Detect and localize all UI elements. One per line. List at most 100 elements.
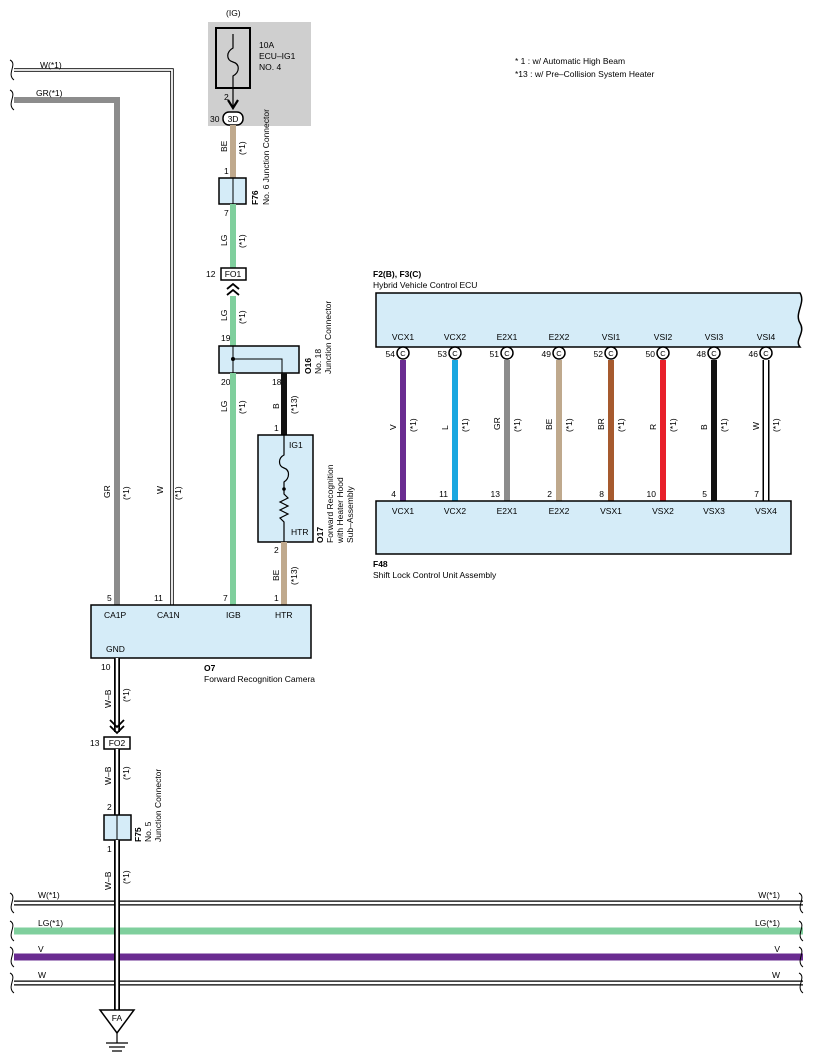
fo2-chevron-icon <box>109 719 125 735</box>
o7-code: O7 <box>204 663 216 673</box>
ecu-pin-label: VSI3 <box>705 332 724 342</box>
ecu-pin-num: 50 <box>646 349 656 359</box>
ground-path: W–B (*1) FO2 13 W–B (*1) 2 F75 No. 5 Jun… <box>90 658 163 1052</box>
w-wire-break <box>9 59 15 81</box>
o17-pin-bottom: 2 <box>274 545 279 555</box>
f75-pin-bottom: 1 <box>107 844 112 854</box>
o7-pin-num: 11 <box>154 593 163 603</box>
center-wires: BE (*1) 1 F76 No. 6 Junction Connector 7… <box>206 109 355 605</box>
fuse-number: NO. 4 <box>259 62 281 72</box>
b-label: B <box>271 403 281 409</box>
f76-pin-bottom: 7 <box>224 208 229 218</box>
o17-desc-3: Sub–Assembly <box>345 486 355 543</box>
be-label: BE <box>219 140 229 152</box>
gr-vert-label: GR <box>102 485 112 498</box>
be-note: (*1) <box>237 141 247 155</box>
bus-break-right <box>798 892 804 914</box>
hv-ecu-section: F2(B), F3(C) Hybrid Vehicle Control ECU … <box>373 269 803 580</box>
ecu-pin-label: VCX1 <box>392 332 414 342</box>
left-wires: W(*1) GR(*1) GR (*1) W (*1) <box>9 59 183 605</box>
heater-icon <box>278 435 290 542</box>
shift-lock-name: Shift Lock Control Unit Assembly <box>373 570 497 580</box>
gr-wire <box>14 97 120 605</box>
ecu-wire-label: BE <box>544 418 554 430</box>
w-vert-note: (*1) <box>173 486 183 500</box>
o7-pin-label: IGB <box>226 610 241 620</box>
o7-pin-label: CA1N <box>157 610 180 620</box>
bus-label-right: W(*1) <box>758 890 780 900</box>
o16-pin-left: 20 <box>221 377 231 387</box>
shift-lock-box <box>375 500 792 555</box>
o17-htr: HTR <box>291 527 308 537</box>
o17-pin-top: 1 <box>274 423 279 433</box>
fuse-block: (IG) 10A ECU–IG1 NO. 4 2 3D 30 <box>208 8 311 126</box>
o17-desc-2: with Heater Hood <box>335 477 345 544</box>
lg-label-2: LG <box>219 310 229 321</box>
conn-3d-label: 3D <box>228 114 239 124</box>
o7-pin-label: HTR <box>275 610 292 620</box>
o17-ig1: IG1 <box>289 440 303 450</box>
bus-label-left: W <box>38 970 46 980</box>
ecu-conn-circle <box>604 346 618 360</box>
bus-break-left <box>9 920 15 942</box>
ecu-pin-label: E2X1 <box>497 332 518 342</box>
o7-name: Forward Recognition Camera <box>204 674 315 684</box>
shift-lock-pin-label: E2X1 <box>497 506 518 516</box>
ecu-conn-letter: C <box>556 349 562 358</box>
shift-lock-pin-num: 7 <box>754 489 759 499</box>
fo1-label: FO1 <box>225 269 242 279</box>
ecu-conn-letter: C <box>452 349 458 358</box>
o16-desc-1: No. 18 <box>313 349 323 374</box>
hv-ecu-code: F2(B), F3(C) <box>373 269 421 279</box>
bus-label-right: V <box>774 944 780 954</box>
o7-pin-num: 5 <box>107 593 112 603</box>
ecu-pin-label: E2X2 <box>549 332 570 342</box>
ecu-pin-num: 52 <box>594 349 604 359</box>
hv-ecu-box <box>375 292 803 348</box>
ecu-pin-label: VSI2 <box>654 332 673 342</box>
o17-code: O17 <box>315 527 325 543</box>
ecu-wire-note: (*1) <box>460 418 470 432</box>
ecu-pin-num: 51 <box>490 349 500 359</box>
ecu-pin-label: VCX2 <box>444 332 466 342</box>
left-gr-label: GR(*1) <box>36 88 63 98</box>
bus-break-right <box>798 946 804 968</box>
be-label-2: BE <box>271 569 281 581</box>
wb-note-1: (*1) <box>121 688 131 702</box>
wb-note-2: (*1) <box>121 766 131 780</box>
shift-lock-pins: 4VCX111VCX213E2X12E2X28VSX110VSX25VSX37V… <box>391 489 777 516</box>
ecu-conn-circle <box>656 346 670 360</box>
fuse-supply-label: (IG) <box>226 8 241 18</box>
ecu-pin-label: VSI4 <box>757 332 776 342</box>
fo1-pin: 12 <box>206 269 216 279</box>
bus-label-left: W(*1) <box>38 890 60 900</box>
ecu-pin-num: 48 <box>697 349 707 359</box>
fuse-icon <box>227 34 239 88</box>
shift-lock-pin-num: 4 <box>391 489 396 499</box>
f75-desc-1: No. 5 <box>143 821 153 842</box>
shift-lock-pin-label: VSX3 <box>703 506 725 516</box>
ecu-wire-note: (*1) <box>668 418 678 432</box>
bus-label-right: LG(*1) <box>755 918 780 928</box>
shift-lock-pin-label: VCX1 <box>392 506 414 516</box>
lg-note-1: (*1) <box>237 234 247 248</box>
fo2-label: FO2 <box>109 738 126 748</box>
o7-camera: 5 11 7 1 CA1P CA1N IGB HTR GND O7 Forwar… <box>90 593 315 684</box>
o16-pin-right: 18 <box>272 377 282 387</box>
o7-box <box>90 604 312 659</box>
ecu-pin-num: 46 <box>749 349 759 359</box>
o7-pin-num: 1 <box>274 593 279 603</box>
ecu-pin-label: VSI1 <box>602 332 621 342</box>
ecu-wire-note: (*1) <box>564 418 574 432</box>
fuse-rating: 10A <box>259 40 274 50</box>
o16-junction-dot <box>231 357 235 361</box>
ground-label: FA <box>112 1013 123 1023</box>
bus-label-left: V <box>38 944 44 954</box>
fuse-name: ECU–IG1 <box>259 51 296 61</box>
ecu-pin-num: 54 <box>386 349 396 359</box>
f75-code: F75 <box>133 827 143 842</box>
w-vert-label: W <box>155 486 165 494</box>
w-wire-outline <box>14 68 174 605</box>
